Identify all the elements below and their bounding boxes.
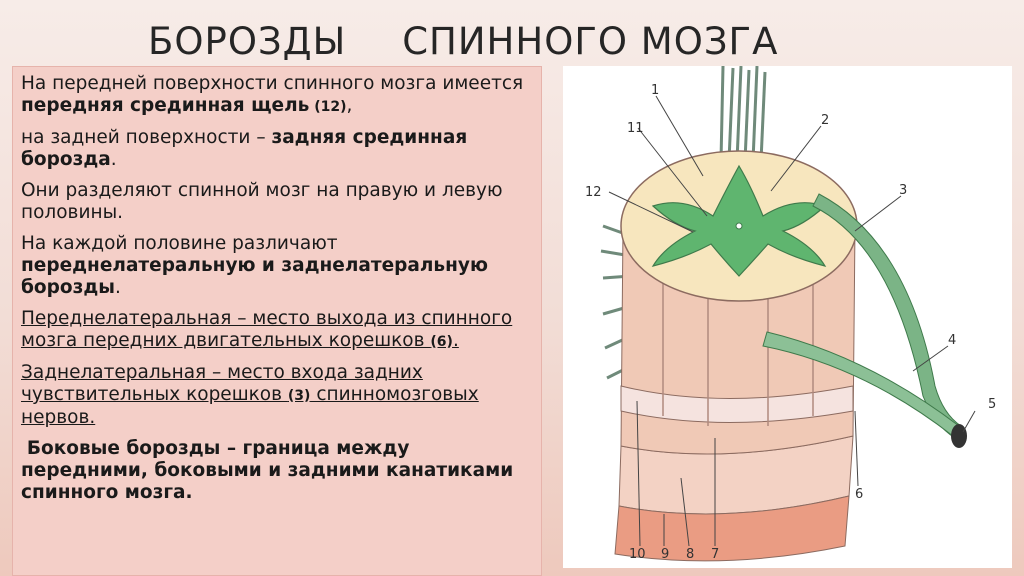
- dorsal-rootlets: [719, 66, 767, 162]
- paragraph-6: Заднелатеральная – место входа задних чу…: [21, 362, 533, 429]
- p1-bold: передняя срединная щель: [21, 95, 310, 116]
- label-6: 6: [855, 487, 863, 502]
- p1-number: (12): [309, 99, 347, 115]
- label-7: 7: [711, 547, 719, 562]
- label-11: 11: [627, 121, 644, 136]
- p5-text: Переднелатеральная – место выхода из спи…: [21, 308, 513, 351]
- p4-bold: переднелатеральную и заднелатеральную бо…: [21, 255, 488, 298]
- central-canal: [735, 222, 743, 230]
- title-part-2: СПИННОГО МОЗГА: [402, 20, 779, 63]
- paragraph-4: На каждой половине различают переднелате…: [21, 233, 533, 299]
- p1-text: На передней поверхности спинного мозга и…: [21, 73, 524, 94]
- p4-tail: .: [115, 277, 121, 298]
- paragraph-7: Боковые борозды – граница между передним…: [21, 438, 533, 504]
- p5-tail: .: [452, 330, 459, 351]
- paragraph-3: Они разделяют спинной мозг на правую и л…: [21, 180, 533, 224]
- segment-8: [614, 495, 850, 562]
- paragraph-2: на задней поверхности – задняя срединная…: [21, 127, 533, 171]
- spinal-cord-illustration: 1 2 3 4 5 6 7 8 9 10 11 12: [563, 66, 1012, 568]
- p3-text: Они разделяют спинной мозг на правую и л…: [21, 180, 503, 223]
- p1-tail: ,: [346, 95, 353, 116]
- label-4: 4: [948, 333, 956, 348]
- p6-text: Заднелатеральная – место входа задних чу…: [21, 362, 423, 405]
- p4-text: На каждой половине различают: [21, 233, 338, 254]
- p2-tail: .: [110, 149, 117, 170]
- paragraph-1: На передней поверхности спинного мозга и…: [21, 73, 533, 118]
- p7-bold: Боковые борозды – граница между передним…: [21, 438, 514, 503]
- p5-number: (6): [430, 334, 453, 350]
- page-title: БОРОЗДЫ СПИННОГО МОЗГА: [148, 20, 778, 63]
- label-1: 1: [651, 83, 659, 98]
- label-5: 5: [988, 397, 996, 412]
- nerve-end: [951, 424, 967, 448]
- p6-number: (3): [287, 388, 311, 404]
- p2-bold: задняя срединная борозда: [21, 127, 468, 170]
- leader-lines: [608, 95, 976, 547]
- gray-matter: [651, 164, 827, 277]
- label-2: 2: [821, 113, 829, 128]
- label-10: 10: [629, 547, 646, 562]
- label-8: 8: [686, 547, 694, 562]
- label-9: 9: [661, 547, 669, 562]
- p6-tail: спинномозговых нервов.: [21, 384, 479, 428]
- label-12: 12: [585, 185, 602, 200]
- p2-text: на задней поверхности –: [21, 127, 272, 148]
- paragraph-5: Переднелатеральная – место выхода из спи…: [21, 308, 533, 353]
- text-panel: На передней поверхности спинного мозга и…: [12, 66, 542, 576]
- meninges-layer: [620, 385, 854, 423]
- title-part-1: БОРОЗДЫ: [148, 20, 347, 63]
- spinal-cord-svg: 1 2 3 4 5 6 7 8 9 10 11 12: [585, 66, 996, 562]
- label-3: 3: [899, 183, 907, 198]
